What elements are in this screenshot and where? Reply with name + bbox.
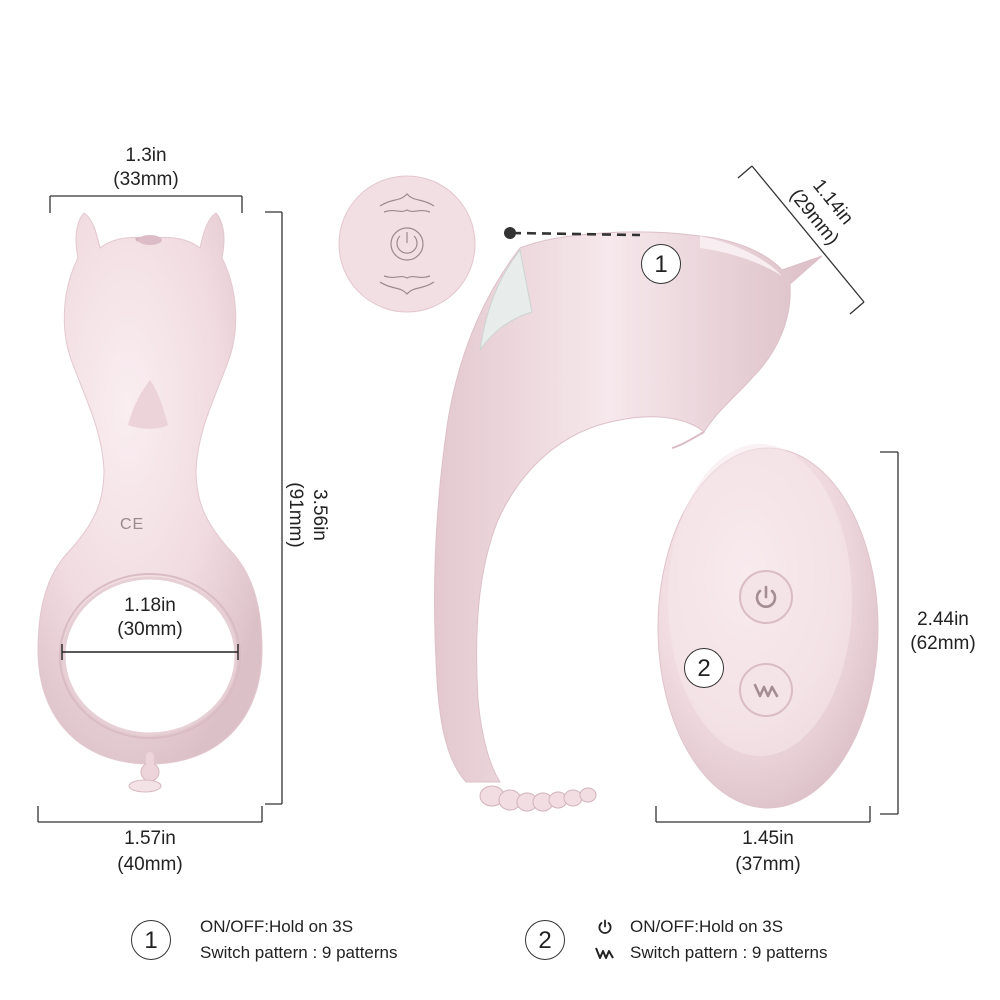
ring-top-width-label: 1.3in (33mm) xyxy=(96,144,196,192)
ring-height-dimension-line xyxy=(265,211,283,805)
remote-width-in: 1.45in xyxy=(742,828,794,849)
remote-width-mm: (37mm) xyxy=(735,854,801,875)
power-button-detail xyxy=(338,175,476,313)
remote-width-dimension-line xyxy=(655,806,871,823)
legend-1-line1: ON/OFF:Hold on 3S xyxy=(200,917,354,936)
ring-height-in: 3.56in xyxy=(309,489,330,541)
power-icon xyxy=(755,585,777,608)
ring-top-dimension-line xyxy=(49,195,243,213)
ring-inner-in: 1.18in xyxy=(124,595,176,616)
ring-top-width-in: 1.3in xyxy=(125,145,167,166)
vibrator xyxy=(434,231,823,812)
legend-number-1: 1 xyxy=(131,920,171,960)
ring-bottom-width-mm: (40mm) xyxy=(117,854,183,875)
ring-height-mm: (91mm) xyxy=(285,482,306,548)
ring-top-width-mm: (33mm) xyxy=(113,169,179,190)
ring-bottom-width-in: 1.57in xyxy=(124,828,176,849)
legend-power-icon xyxy=(596,918,614,936)
ring-bottom-width-label: 1.57in (40mm) xyxy=(100,826,200,878)
remote-pattern-button[interactable] xyxy=(750,674,782,706)
legend-number-2: 2 xyxy=(525,920,565,960)
remote-height-label: 2.44in (62mm) xyxy=(898,608,988,656)
legend-item-2: ON/OFF:Hold on 3S Switch pattern : 9 pat… xyxy=(630,914,828,966)
remote-callout-number: 2 xyxy=(684,648,724,688)
ring-inner-label: 1.18in (30mm) xyxy=(100,594,200,642)
wave-icon xyxy=(753,683,779,698)
remote-height-in: 2.44in xyxy=(917,609,969,630)
legend-2-line1: ON/OFF:Hold on 3S xyxy=(630,917,784,936)
callout-leader-line xyxy=(504,227,641,239)
remote-width-label: 1.45in (37mm) xyxy=(718,826,818,878)
legend-2-line2: Switch pattern : 9 patterns xyxy=(630,943,828,962)
vibrator-callout-number: 1 xyxy=(641,244,681,284)
remote-power-button[interactable] xyxy=(750,581,782,613)
ring-inner-mm: (30mm) xyxy=(117,619,183,640)
vibrator-tip-dimension-line xyxy=(737,165,865,315)
legend-1-line2: Switch pattern : 9 patterns xyxy=(200,943,398,962)
remote-height-dimension-line xyxy=(880,451,899,815)
cock-ring xyxy=(37,212,263,793)
ring-inner-dimension-line xyxy=(61,644,239,660)
remote-height-mm: (62mm) xyxy=(910,633,976,654)
ring-height-label: 3.56in (91mm) xyxy=(283,453,331,577)
remote-control xyxy=(657,444,879,809)
legend-item-1: ON/OFF:Hold on 3S Switch pattern : 9 pat… xyxy=(200,914,398,966)
legend-wave-icon xyxy=(594,944,616,962)
ce-mark: CE xyxy=(120,516,145,533)
ring-bottom-dimension-line xyxy=(37,806,263,823)
